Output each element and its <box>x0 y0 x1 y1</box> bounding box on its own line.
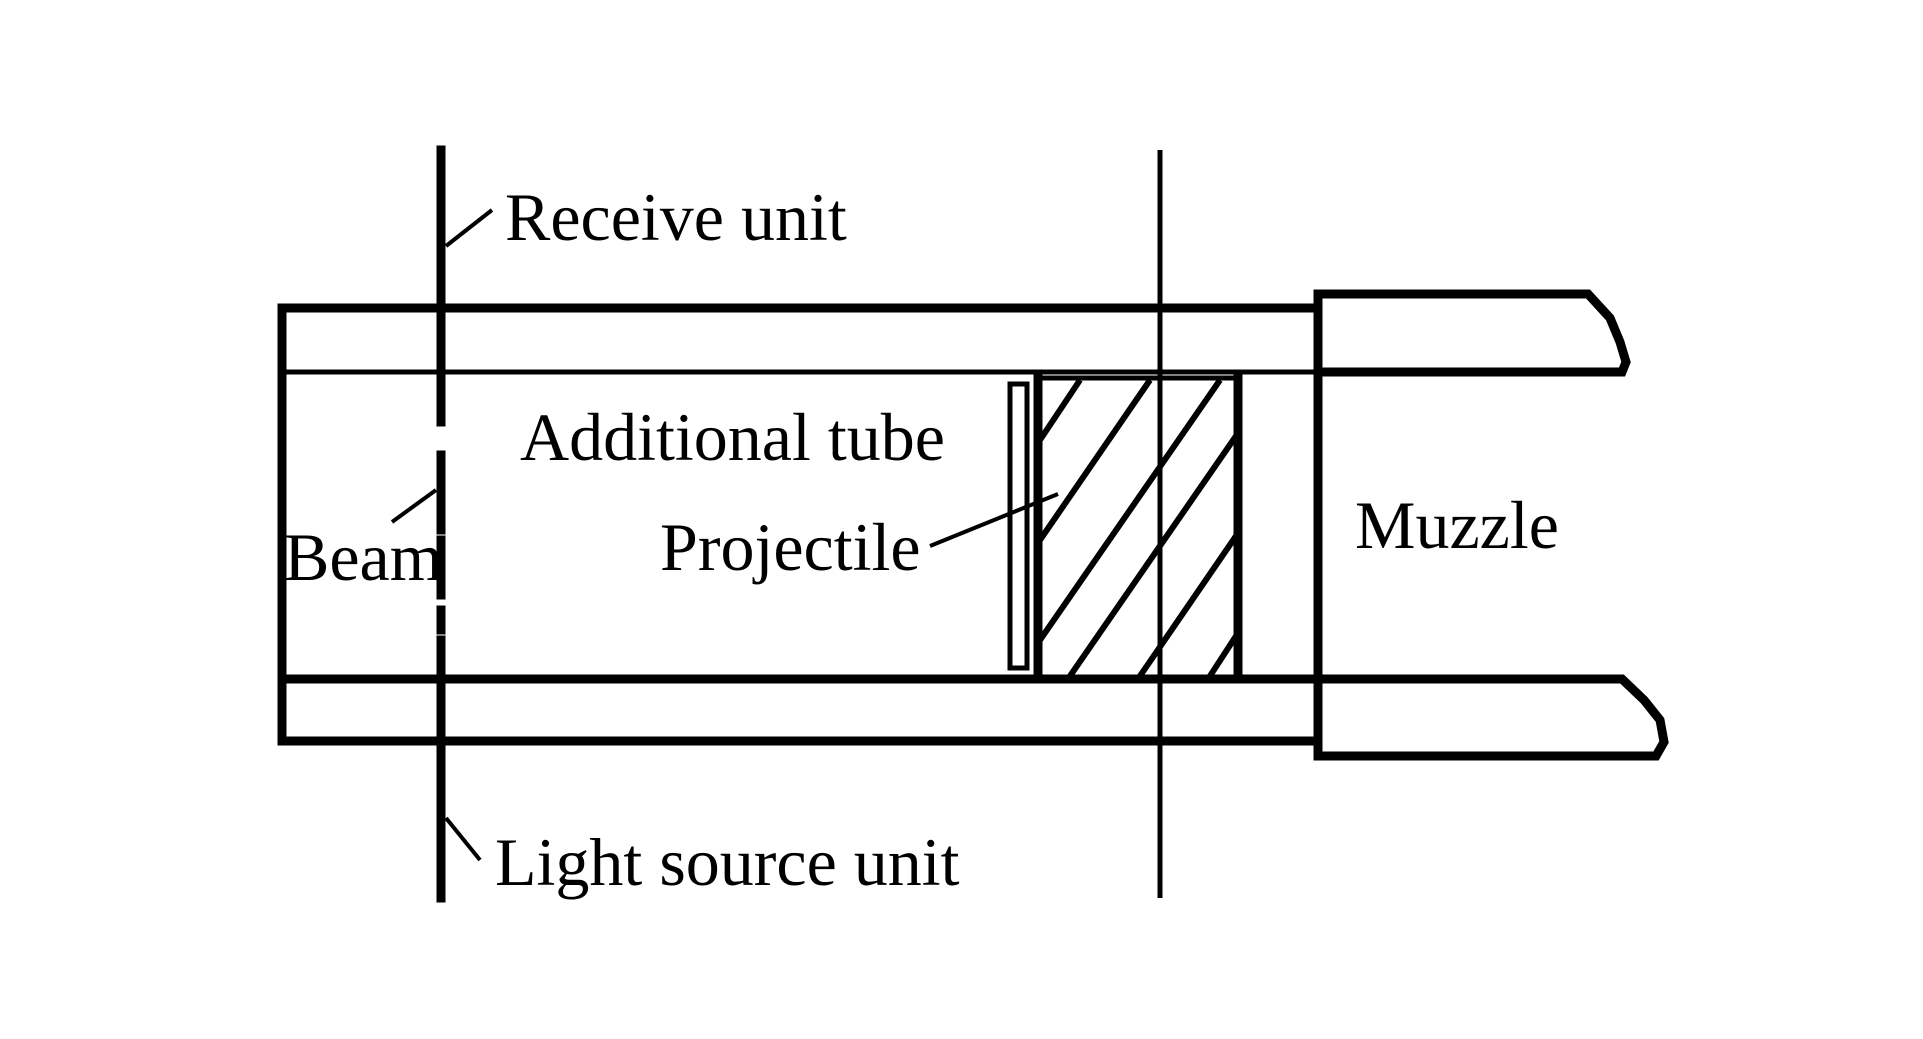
muzzle-bottom-outline <box>1313 674 1669 761</box>
projectile-sabot-plate <box>1007 381 1030 671</box>
additional-tube-label: Additional tube <box>520 399 945 475</box>
light-source-unit-label: Light source unit <box>495 824 960 900</box>
beam-leader <box>390 488 438 524</box>
muzzle-label: Muzzle <box>1355 487 1559 563</box>
muzzle-shape <box>1313 289 1669 761</box>
projectile-body <box>1007 373 1243 681</box>
projectile-hatching <box>1037 378 1239 678</box>
projectile-label: Projectile <box>660 509 921 585</box>
muzzle-top-outline <box>1313 289 1631 377</box>
additional-tube <box>277 303 1323 746</box>
beam-label: Beam <box>284 519 443 595</box>
receive-unit-label: Receive unit <box>505 179 847 255</box>
light-source-leader <box>444 816 482 862</box>
receive-unit-leader <box>444 208 494 248</box>
projectile-leader <box>929 492 1059 548</box>
